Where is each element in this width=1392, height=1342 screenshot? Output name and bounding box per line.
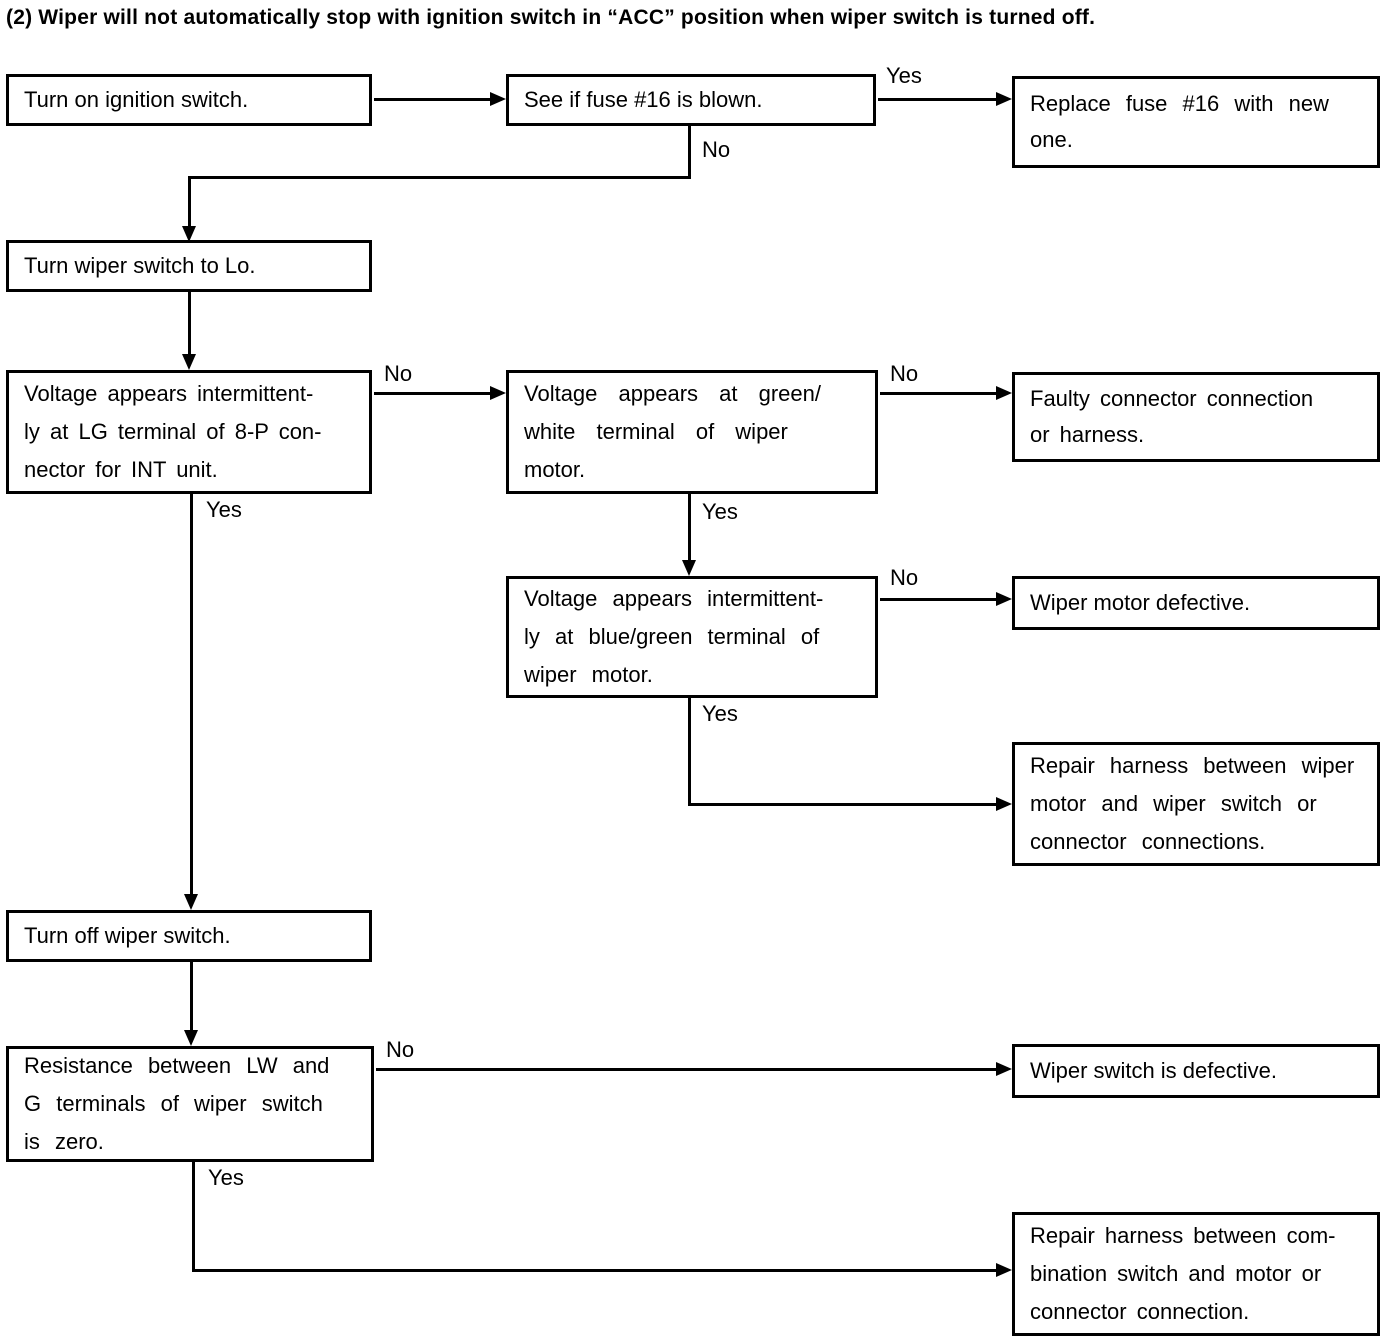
arrowhead-right (996, 386, 1012, 400)
connector-line (374, 392, 494, 395)
edge-label-yes: Yes (700, 701, 740, 726)
node-wiper-switch-defective: Wiper switch is defective. (1012, 1044, 1380, 1098)
node-text: Turn on ignition switch. (24, 87, 249, 112)
edge-label-yes: Yes (884, 63, 924, 88)
node-turn-wiper-lo: Turn wiper switch to Lo. (6, 240, 372, 292)
node-resistance-check: Resistance between LW and G terminals of… (6, 1046, 374, 1162)
node-text: Repair harness between com- bination swi… (1030, 1223, 1336, 1324)
arrowhead-right (996, 92, 1012, 106)
node-wiper-motor-defective: Wiper motor defective. (1012, 576, 1380, 630)
node-turn-off-wiper: Turn off wiper switch. (6, 910, 372, 962)
connector-line (374, 98, 494, 101)
node-text: Replace fuse #16 with new one. (1030, 91, 1329, 152)
arrowhead-right (996, 1062, 1012, 1076)
edge-label-yes: Yes (206, 1165, 246, 1190)
node-turn-on-ignition: Turn on ignition switch. (6, 74, 372, 126)
arrowhead-right (996, 1263, 1012, 1277)
arrowhead-right (490, 92, 506, 106)
arrowhead-right (996, 592, 1012, 606)
node-voltage-green-white: Voltage appears at green/ white terminal… (506, 370, 878, 494)
node-check-fuse: See if fuse #16 is blown. (506, 74, 876, 126)
connector-line (192, 1162, 195, 1272)
arrowhead-down (182, 226, 196, 242)
node-text: Turn wiper switch to Lo. (24, 253, 256, 278)
node-text: See if fuse #16 is blown. (524, 87, 763, 112)
connector-line (190, 494, 193, 896)
arrowhead-down (184, 894, 198, 910)
connector-line (688, 126, 691, 179)
node-text: Turn off wiper switch. (24, 923, 231, 948)
arrowhead-right (996, 797, 1012, 811)
edge-label-no: No (700, 137, 733, 162)
arrowhead-down (182, 354, 196, 370)
node-text: Wiper switch is defective. (1030, 1058, 1277, 1083)
node-faulty-connector: Faulty connector connection or harness. (1012, 372, 1380, 462)
connector-line (688, 698, 691, 806)
arrowhead-down (682, 560, 696, 576)
node-text: Voltage appears at green/ white terminal… (524, 381, 821, 482)
connector-line (376, 1068, 1004, 1071)
edge-label-no: No (382, 361, 415, 386)
edge-label-yes: Yes (700, 499, 740, 524)
connector-line (880, 598, 1002, 601)
arrowhead-right (490, 386, 506, 400)
page-title: (2) Wiper will not automatically stop wi… (6, 6, 1096, 29)
edge-label-no: No (384, 1037, 417, 1062)
node-text: Voltage appears intermittent- ly at LG t… (24, 381, 322, 482)
connector-line (188, 176, 191, 228)
connector-line (688, 494, 691, 562)
node-repair-harness-wiper: Repair harness between wiper motor and w… (1012, 742, 1380, 866)
node-repair-harness-combination: Repair harness between com- bination swi… (1012, 1212, 1380, 1336)
node-text: Wiper motor defective. (1030, 590, 1251, 615)
node-text: Resistance between LW and G terminals of… (24, 1053, 330, 1154)
connector-line (688, 803, 1002, 806)
connector-line (188, 176, 691, 179)
node-text: Voltage appears intermittent- ly at blue… (524, 586, 824, 687)
node-text: Faulty connector connection or harness. (1030, 386, 1314, 447)
node-voltage-lg: Voltage appears intermittent- ly at LG t… (6, 370, 372, 494)
arrowhead-down (184, 1030, 198, 1046)
node-text: Repair harness between wiper motor and w… (1030, 753, 1355, 854)
edge-label-yes: Yes (204, 497, 244, 522)
connector-line (188, 292, 191, 356)
edge-label-no: No (888, 361, 921, 386)
edge-label-no: No (888, 565, 921, 590)
connector-line (190, 962, 193, 1034)
connector-line (878, 98, 1000, 101)
connector-line (192, 1269, 1004, 1272)
node-voltage-blue-green: Voltage appears intermittent- ly at blue… (506, 576, 878, 698)
connector-line (880, 392, 1002, 395)
node-replace-fuse: Replace fuse #16 with new one. (1012, 76, 1380, 168)
